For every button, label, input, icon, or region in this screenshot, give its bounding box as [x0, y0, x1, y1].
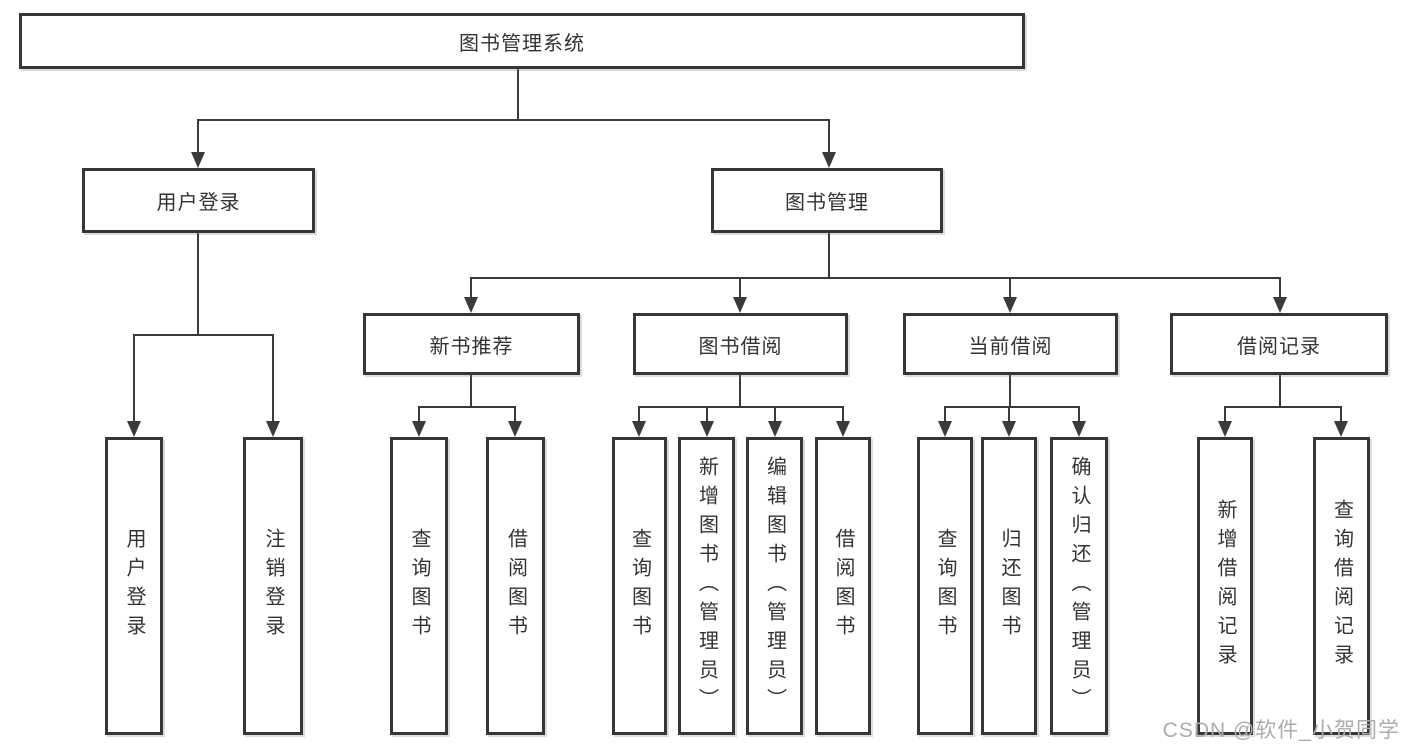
node-user-login: 用户登录	[82, 168, 315, 233]
arrow-to-book-borrowing	[733, 277, 747, 313]
leaf-query-borrow-record-label: 查询借阅记录	[1330, 499, 1353, 673]
arrow-records-add	[1218, 406, 1232, 437]
leaf-borrowing-borrow-books: 借阅图书	[815, 437, 871, 735]
connector-level2-hline	[470, 277, 1281, 279]
node-book-management-label: 图书管理	[785, 192, 869, 214]
node-library-system-label: 图书管理系统	[459, 32, 585, 55]
leaf-confirm-return-admin-label: 确认归还（管理员）	[1068, 455, 1090, 717]
csdn-watermark: CSDN @软件_小贺同学	[1162, 719, 1400, 742]
arrow-to-leaf-logout	[266, 334, 280, 437]
arrow-recommend-query	[412, 406, 426, 437]
connector-borrowing-stub	[739, 375, 741, 407]
arrow-to-borrowing-records	[1273, 277, 1287, 313]
arrow-borrowing-add	[700, 406, 714, 437]
leaf-recommend-query-books: 查询图书	[390, 437, 448, 735]
node-book-borrowing-label: 图书借阅	[698, 335, 783, 358]
leaf-query-borrow-record: 查询借阅记录	[1313, 437, 1370, 735]
arrow-current-return	[1002, 406, 1016, 437]
connector-level1-hline	[197, 119, 830, 121]
connector-current-hline	[944, 406, 1080, 408]
leaf-current-query-books: 查询图书	[917, 437, 973, 735]
connector-borrowing-hline	[638, 406, 844, 408]
arrow-recommend-borrow	[508, 406, 522, 437]
leaf-recommend-borrow-books: 借阅图书	[486, 437, 545, 735]
leaf-add-borrow-record-label: 新增借阅记录	[1214, 499, 1236, 673]
arrow-to-current-borrowing	[1003, 277, 1017, 313]
leaf-current-query-books-label: 查询图书	[934, 528, 956, 644]
arrow-borrowing-query	[632, 406, 646, 437]
arrow-current-confirm	[1072, 406, 1086, 437]
leaf-user-login-label: 用户登录	[123, 528, 145, 644]
connector-records-stub	[1279, 375, 1281, 407]
leaf-recommend-borrow-books-label: 借阅图书	[504, 528, 527, 644]
arrow-records-query	[1334, 406, 1348, 437]
leaf-add-book-admin-label: 新增图书（管理员）	[695, 455, 718, 717]
leaf-add-book-admin: 新增图书（管理员）	[678, 437, 735, 735]
arrow-to-user-login	[191, 119, 205, 168]
node-current-borrowing-label: 当前借阅	[968, 335, 1053, 358]
leaf-add-borrow-record: 新增借阅记录	[1197, 437, 1253, 735]
node-user-login-label: 用户登录	[156, 192, 241, 214]
connector-book-management-stub	[828, 233, 830, 277]
leaf-return-books: 归还图书	[981, 437, 1037, 735]
arrow-to-leaf-user-login	[127, 334, 141, 437]
arrow-borrowing-borrow	[836, 406, 850, 437]
node-library-system: 图书管理系统	[19, 13, 1025, 69]
leaf-edit-book-admin: 编辑图书（管理员）	[746, 437, 803, 735]
leaf-user-login: 用户登录	[105, 437, 163, 735]
arrow-borrowing-edit	[768, 406, 782, 437]
connector-recommend-stub	[470, 375, 472, 407]
leaf-edit-book-admin-label: 编辑图书（管理员）	[763, 455, 786, 717]
arrow-current-query	[938, 406, 952, 437]
connector-current-stub	[1009, 375, 1011, 407]
leaf-logout-label: 注销登录	[262, 528, 284, 644]
node-new-book-recommend-label: 新书推荐	[429, 335, 514, 358]
leaf-confirm-return-admin: 确认归还（管理员）	[1050, 437, 1108, 735]
node-borrowing-records-label: 借阅记录	[1237, 335, 1321, 358]
leaf-borrowing-borrow-books-label: 借阅图书	[832, 528, 854, 644]
node-borrowing-records: 借阅记录	[1170, 313, 1388, 375]
connector-root-stub	[517, 68, 519, 119]
leaf-borrowing-query-books-label: 查询图书	[628, 528, 651, 644]
connector-user-login-stub	[197, 233, 199, 335]
leaf-logout: 注销登录	[243, 437, 303, 735]
node-new-book-recommend: 新书推荐	[363, 313, 580, 375]
leaf-recommend-query-books-label: 查询图书	[408, 528, 430, 644]
arrow-to-book-management	[822, 119, 836, 168]
connector-records-hline	[1224, 406, 1342, 408]
node-book-management: 图书管理	[711, 168, 943, 233]
node-book-borrowing: 图书借阅	[633, 313, 848, 375]
connector-recommend-hline	[418, 406, 516, 408]
leaf-borrowing-query-books: 查询图书	[612, 437, 667, 735]
node-current-borrowing: 当前借阅	[903, 313, 1118, 375]
leaf-return-books-label: 归还图书	[998, 528, 1020, 644]
connector-user-login-hline	[133, 334, 274, 336]
arrow-to-new-book-recommend	[464, 277, 478, 313]
